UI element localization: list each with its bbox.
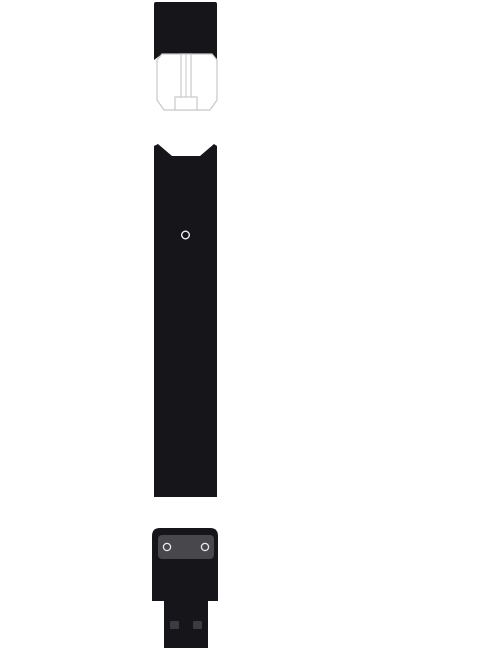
usb-contact-left <box>162 542 172 552</box>
usb-contact-panel <box>158 535 214 559</box>
pod-contact-block <box>174 96 198 111</box>
usb-pad-left <box>170 621 179 629</box>
pod-cap <box>154 2 217 60</box>
pod-tank-outline <box>156 53 218 111</box>
usb-contact-right <box>200 542 210 552</box>
usb-pad-right <box>193 621 202 629</box>
indicator-light-ring <box>180 230 190 240</box>
battery-icon <box>154 144 217 497</box>
usb-charger-icon <box>152 528 218 648</box>
pod-cartridge-icon <box>154 2 218 111</box>
battery-body <box>154 144 217 497</box>
